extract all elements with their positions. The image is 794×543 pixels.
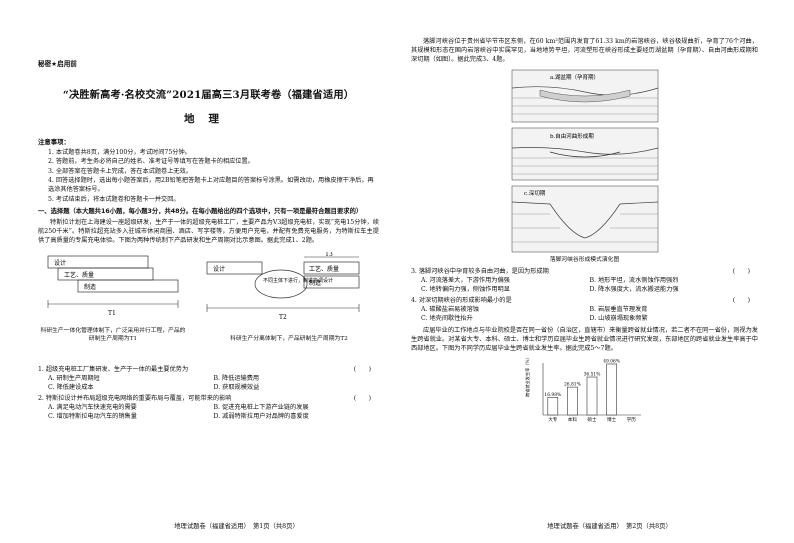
bar bbox=[586, 376, 597, 416]
label-manufacture: 制造 bbox=[84, 283, 96, 291]
question-3-stem: 3. 落脚河峡谷中孕育较多自由河曲，是因为形成期 bbox=[411, 268, 549, 276]
question-4: 4. 对深切期峡谷的形成影响最小的是 ( ) A. 碳酸盐岩易被溶蚀 B. 岩层… bbox=[411, 297, 758, 324]
panel-b-label: b.自由河曲形成期 bbox=[550, 132, 594, 140]
material-paragraph: 落脚河峡谷位于贵州省毕节市区东侧，在60 km²范围内发育了61.33 km的岩… bbox=[411, 38, 758, 63]
material-paragraph: 特斯拉计划在上海建设一座超级研发，生产于一体的超级充电桩工厂，主要产品为V3超级… bbox=[38, 218, 379, 244]
category-tick: 本科 bbox=[567, 416, 577, 423]
option: C. 地转偏向力强，侧蚀作用明显 bbox=[421, 286, 510, 294]
bubble-text: 不同主体下进行，制造协调设计 bbox=[263, 277, 333, 284]
parallel-engineering-diagram: 设计 工艺、质量 制造 T1 bbox=[47, 255, 179, 317]
option: A. 研制生产周期短 bbox=[48, 374, 100, 382]
label-design-r: 设计 bbox=[213, 265, 225, 273]
cycle-comparison-figure: 设计 工艺、质量 制造 T1 科研生产一体化管理体制下，广泛采用并行工程，产品的… bbox=[38, 251, 379, 362]
data-label: 49.06% bbox=[603, 360, 620, 365]
page-right: 落脚河峡谷位于贵州省毕节市区东侧，在60 km²范围内发育了61.33 km的岩… bbox=[397, 0, 794, 543]
answer-paren: ( ) bbox=[732, 297, 750, 305]
option: A. 满足电动汽车快速充电的需要 bbox=[48, 403, 137, 411]
panel-a-label: a.湖盆期（孕育期） bbox=[550, 73, 599, 81]
bar bbox=[546, 397, 558, 416]
category-tick: 大专 bbox=[548, 416, 558, 423]
strata-panel-a: a.湖盆期（孕育期） bbox=[511, 69, 658, 123]
notice-item: 1. 本试题卷共8页，满分100分，考试时间75分钟。 bbox=[48, 148, 191, 156]
category-tick: 博士 bbox=[606, 416, 616, 423]
serial-engineering-diagram: 设计 工艺、质量 制造 不同主体下进行，制造协调设计 T3 T2 bbox=[206, 251, 360, 321]
answer-paren: ( ) bbox=[353, 365, 371, 373]
option: B. 促进充电桩上下游产业链的发展 bbox=[213, 403, 309, 411]
page-footer-left: 地理试题卷（福建省适用） 第1页（共8页） bbox=[174, 522, 299, 530]
label-design: 设计 bbox=[54, 259, 66, 267]
chart-ylabel: 跨省就业发生率（%） bbox=[525, 357, 531, 397]
data-label: 36.51% bbox=[583, 373, 600, 378]
option: D. 获取规模效益 bbox=[213, 383, 260, 391]
question-2: 2. 特斯拉设计并布局超级充电网络的重要布局与覆盖，可能带来的影响 ( ) A.… bbox=[38, 395, 379, 422]
question-2-stem: 2. 特斯拉设计并布局超级充电网络的重要布局与覆盖，可能带来的影响 bbox=[38, 394, 232, 402]
question-1-stem: 1. 超级充电桩工厂集研发、生产于一体的最主要优势为 bbox=[38, 365, 189, 373]
material-paragraph: 应届毕业的工作地点与毕业院校是否在同一省份（自治区，直辖市）来衡量跨省就业情况，… bbox=[411, 327, 758, 353]
option: C. 降低建设成本 bbox=[48, 383, 94, 391]
notice-item: 4. 回答选择题时，选出每小题答案后，用2B铅笔把答题卡上对应题目的答案标号涂黑… bbox=[48, 177, 374, 194]
subject-title: 地理 bbox=[184, 113, 233, 126]
label-craft: 工艺、质量 bbox=[64, 271, 94, 279]
employment-bar-chart: 跨省就业发生率（%） 16.98% 大专 26.81% 本科 36.51% 硕士 49.06%… bbox=[525, 357, 641, 423]
category-tick: 学历 bbox=[626, 416, 636, 423]
option: A. 碳酸盐岩易被溶蚀 bbox=[421, 306, 479, 314]
strata-panel-b: b.自由河曲形成期 bbox=[511, 127, 658, 181]
label-manufacture-r: 制造 bbox=[309, 279, 321, 287]
bar bbox=[605, 363, 617, 416]
option: D. 减弱特斯拉用户对品牌的喜爱度 bbox=[213, 412, 309, 420]
gorge-figure-caption: 落脚河峡谷形成模式演化图 bbox=[549, 256, 620, 263]
notice-item: 3. 全部答案在答题卡上完成，答在本试题卷上无效。 bbox=[48, 167, 192, 175]
label-craft-r: 工艺、质量 bbox=[309, 265, 339, 273]
question-3: 3. 落脚河峡谷中孕育较多自由河曲，是因为形成期 ( ) A. 河流落差大，下游… bbox=[411, 268, 758, 295]
panel-c-label: c.深切期 bbox=[524, 189, 546, 197]
label-t3: T3 bbox=[325, 252, 333, 258]
option: C. 地壳间歇性抬升 bbox=[421, 315, 473, 323]
category-tick: 硕士 bbox=[587, 416, 597, 423]
exam-title: “决胜新高考·名校交流”2021届高三3月联考卷（福建省适用） bbox=[62, 88, 355, 101]
answer-paren: ( ) bbox=[353, 394, 371, 402]
page-footer-right: 地理试题卷（福建省适用） 第2页（共8页） bbox=[547, 522, 672, 530]
option: D. 降水强度大，流水搬运能力强 bbox=[589, 286, 679, 294]
option: B. 岩层垂直节理发育 bbox=[589, 306, 648, 314]
strata-panel-c: c.深切期 bbox=[511, 185, 658, 253]
option: B. 降低运输费用 bbox=[213, 374, 260, 382]
label-t1: T1 bbox=[108, 310, 116, 317]
notice-item: 2. 答题前，考生务必将自己的姓名、准考证号等填写在答题卡的相应位置。 bbox=[48, 158, 254, 166]
answer-paren: ( ) bbox=[732, 268, 750, 276]
question-4-stem: 4. 对深切期峡谷的形成影响最小的是 bbox=[411, 297, 512, 305]
question-1: 1. 超级充电桩工厂集研发、生产于一体的最主要优势为 ( ) A. 研制生产周期… bbox=[38, 366, 379, 393]
right-caption: 科研生产分离体制下，产品研制生产周期为T2 bbox=[230, 335, 348, 342]
option: C. 增加特斯拉电动汽车的销售量 bbox=[48, 412, 137, 420]
page-left: 秘密★启用前 “决胜新高考·名校交流”2021届高三3月联考卷（福建省适用） 地… bbox=[38, 60, 379, 530]
section-heading: 一、选择题（本大题共16小题，每小题3分，共48分。在每小题给出的四个选项中，只… bbox=[38, 207, 363, 215]
bar bbox=[566, 387, 578, 416]
notice-heading: 注意事项： bbox=[38, 137, 70, 146]
option: D. 山坡崩塌现象频繁 bbox=[589, 315, 648, 323]
data-label: 16.98% bbox=[544, 393, 561, 398]
notice-item: 5. 考试结束后，将本试题卷和答题卡一并交回。 bbox=[48, 195, 180, 203]
right-diagram: 设计 工艺、质量 制造 不同主体下进行，制造协调设计 T3 T2 科研生产分离体… bbox=[199, 251, 379, 362]
left-caption: 科研生产一体化管理体制下，广泛采用并行工程，产品的研制生产周期为T1 bbox=[40, 327, 186, 342]
notice-block: 注意事项： 1. 本试题卷共8页，满分100分，考试时间75分钟。 2. 答题前… bbox=[38, 138, 379, 205]
data-label: 26.81% bbox=[564, 383, 581, 388]
option: B. 地形平坦，流水侧蚀作用强烈 bbox=[589, 277, 679, 285]
secret-label: 秘密★启用前 bbox=[38, 60, 77, 68]
left-diagram: 设计 工艺、质量 制造 T1 科研生产一体化管理体制下，广泛采用并行工程，产品的… bbox=[38, 252, 188, 362]
label-t2: T2 bbox=[279, 314, 287, 321]
option: A. 河流落差大，下游作用为偏强 bbox=[421, 277, 510, 285]
